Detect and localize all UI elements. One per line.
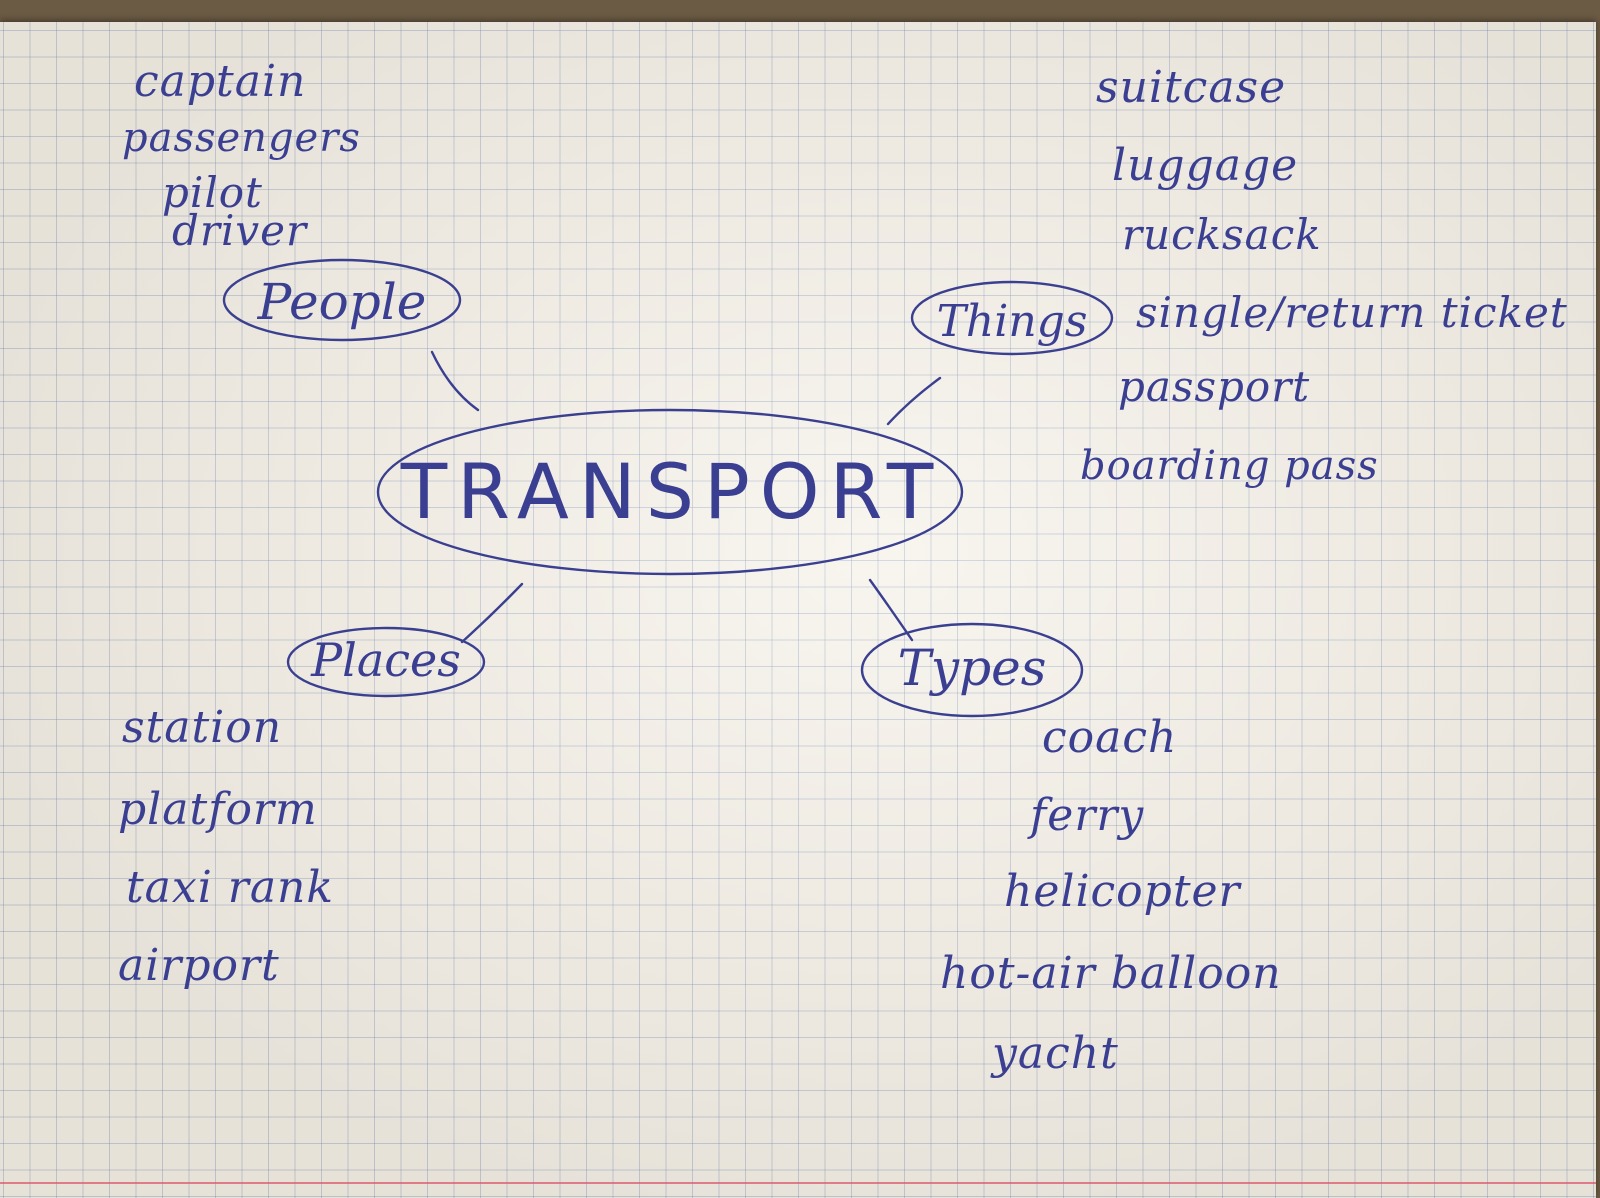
places-label: Places — [311, 633, 461, 687]
things-word: passport — [1118, 362, 1311, 411]
places-word: taxi rank — [126, 862, 335, 913]
things-word: rucksack — [1122, 210, 1322, 259]
types-word: hot-air balloon — [940, 948, 1282, 999]
people-word: captain — [134, 56, 307, 107]
things-word: boarding pass — [1080, 443, 1379, 489]
types-word: coach — [1042, 712, 1178, 763]
places-word: station — [122, 702, 283, 753]
connector-things — [886, 376, 942, 426]
people-oval — [222, 258, 462, 342]
center-oval — [376, 408, 964, 576]
people-label: People — [257, 273, 427, 331]
things-word: luggage — [1112, 140, 1299, 191]
connector-people — [430, 350, 480, 412]
places-word: airport — [118, 940, 280, 991]
things-word: suitcase — [1096, 62, 1287, 113]
types-word: ferry — [1030, 790, 1145, 841]
connector-types — [868, 578, 914, 642]
people-word: driver — [172, 206, 308, 255]
places-oval — [286, 626, 486, 698]
people-word: passengers — [122, 115, 361, 161]
things-word: single/return ticket — [1136, 288, 1568, 337]
types-word: helicopter — [1004, 866, 1241, 917]
things-oval — [910, 280, 1114, 356]
places-word: platform — [118, 784, 318, 835]
types-label: Types — [897, 639, 1047, 697]
people-word: pilot — [162, 168, 263, 217]
center-label: TRANSPORT — [400, 447, 944, 536]
red-margin-line — [0, 1182, 1596, 1184]
types-oval — [860, 622, 1084, 718]
connector-places — [460, 582, 524, 644]
things-label: Things — [936, 296, 1088, 347]
types-word: yacht — [992, 1028, 1119, 1079]
